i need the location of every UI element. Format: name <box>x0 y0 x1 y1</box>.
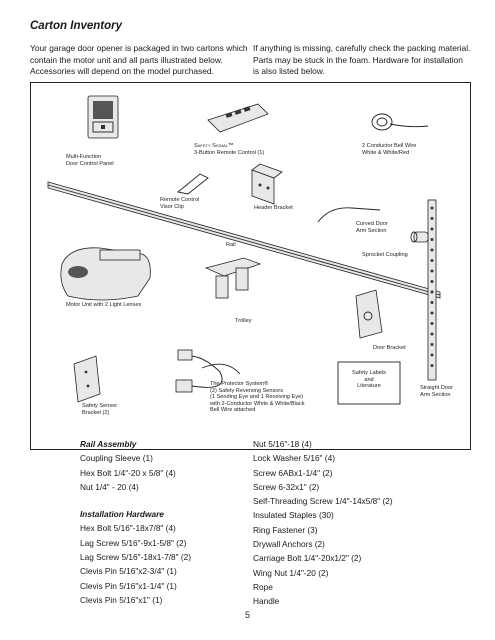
arm-hole <box>430 238 434 241</box>
intro-left: Your garage door opener is packaged in t… <box>30 43 248 76</box>
arm-hole <box>430 248 434 252</box>
arm-hole <box>430 343 434 346</box>
install-item: Clevis Pin 5/16"x2-3/4" (1) <box>80 566 177 577</box>
hardware-item: Handle <box>253 596 280 607</box>
arm-hole <box>430 227 434 231</box>
hardware-item: Insulated Staples (30) <box>253 510 334 521</box>
arm-hole <box>430 206 434 210</box>
intro-right: If anything is missing, carefully check … <box>253 43 471 76</box>
hardware-list-right: Nut 5/16"-18 (4) Lock Washer 5/16" (4) S… <box>253 437 393 609</box>
hardware-item: Screw 6-32x1" (2) <box>253 481 320 492</box>
safety-labels-box <box>337 361 401 405</box>
page-number: 5 <box>244 610 250 620</box>
installation-hardware-heading: Installation Hardware <box>80 509 164 520</box>
sprocket-coupling-drawing <box>410 231 429 243</box>
arm-hole <box>430 301 434 304</box>
label-rail: Rail <box>226 242 236 248</box>
hardware-list-left: Rail Assembly Coupling Sleeve (1) Hex Bo… <box>80 437 191 607</box>
parts-figure <box>30 82 471 450</box>
hardware-item: Self-Threading Screw 1/4"-14x5/8" (2) <box>253 496 393 507</box>
arm-hole <box>430 259 434 262</box>
rail-item: Hex Bolt 1/4"-20 x 5/8" (4) <box>80 467 176 478</box>
label-motor: Motor Unit with 2 Light Lenses <box>66 302 142 308</box>
visor-clip-drawing <box>176 173 209 195</box>
arm-hole <box>430 332 434 336</box>
label-protector: The Protector System®(2) Safety Reversin… <box>210 381 305 414</box>
hardware-item: Carriage Bolt 1/4"-20x1/2" (2) <box>253 553 362 564</box>
header-bracket-drawing <box>251 163 283 205</box>
parts-illustration <box>47 95 441 405</box>
door-bracket-drawing <box>355 289 383 339</box>
hardware-item: Nut 5/16"-18 (4) <box>253 439 312 449</box>
bell-wire-drawing <box>371 113 429 131</box>
hardware-item: Screw 6ABx1-1/4" (2) <box>253 467 333 478</box>
install-item: Lag Screw 5/16"-9x1-5/8" (2) <box>80 537 187 548</box>
hardware-item: Ring Fastener (3) <box>253 524 318 535</box>
safety-sensors-drawing <box>175 349 241 393</box>
hardware-item: Drywall Anchors (2) <box>253 539 325 550</box>
arm-hole <box>430 364 434 367</box>
rail-assembly-heading: Rail Assembly <box>80 439 137 449</box>
label-header-bracket: Header Bracket <box>254 205 293 211</box>
label-trolley: Trolley <box>235 318 252 324</box>
page-title: Carton Inventory <box>30 20 123 32</box>
arm-hole <box>430 269 434 273</box>
motor-unit-drawing <box>60 247 151 301</box>
rail-drawing <box>47 181 441 299</box>
hardware-item: Rope <box>253 581 273 592</box>
install-item: Lag Screw 5/16"-18x1-7/8" (2) <box>80 552 192 563</box>
hardware-item: Wing Nut 1/4"-20 (2) <box>253 567 329 578</box>
remote-control-drawing <box>207 103 269 133</box>
label-door-bracket: Door Bracket <box>373 345 406 351</box>
arm-hole <box>430 280 434 283</box>
rail-item: Nut 1/4" - 20 (4) <box>80 481 139 492</box>
label-sprocket: Sprocket Coupling <box>362 252 408 258</box>
install-item: Clevis Pin 5/16"x1-1/4" (1) <box>80 580 177 591</box>
arm-hole <box>430 290 434 294</box>
hardware-item: Lock Washer 5/16" (4) <box>253 453 335 464</box>
straight-arm-drawing <box>427 199 437 381</box>
door-control-panel-drawing <box>87 95 119 139</box>
sensor-bracket-drawing <box>73 355 101 403</box>
arm-hole <box>430 353 434 357</box>
arm-hole <box>430 217 434 220</box>
trolley-drawing <box>204 257 262 299</box>
arm-hole <box>430 311 434 315</box>
install-item: Clevis Pin 5/16"x1" (1) <box>80 594 163 605</box>
curved-arm-drawing <box>317 207 381 223</box>
arm-hole <box>430 322 434 325</box>
rail-item: Coupling Sleeve (1) <box>80 453 153 464</box>
install-item: Hex Bolt 5/16"-18x7/8" (4) <box>80 523 176 534</box>
